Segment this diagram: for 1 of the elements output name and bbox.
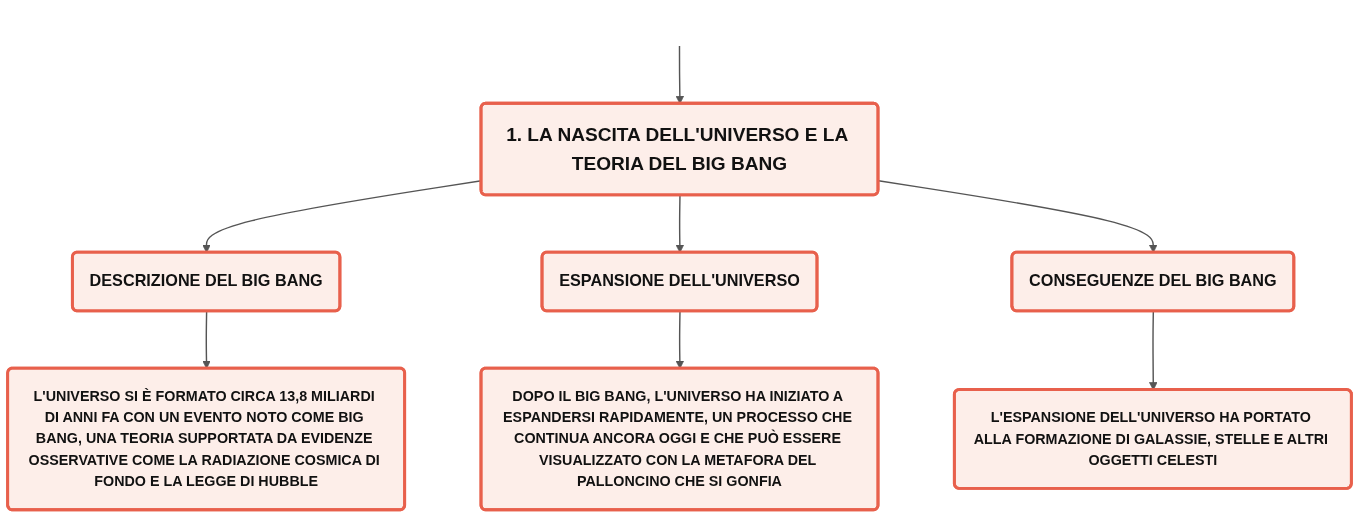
arrow	[675, 45, 685, 104]
